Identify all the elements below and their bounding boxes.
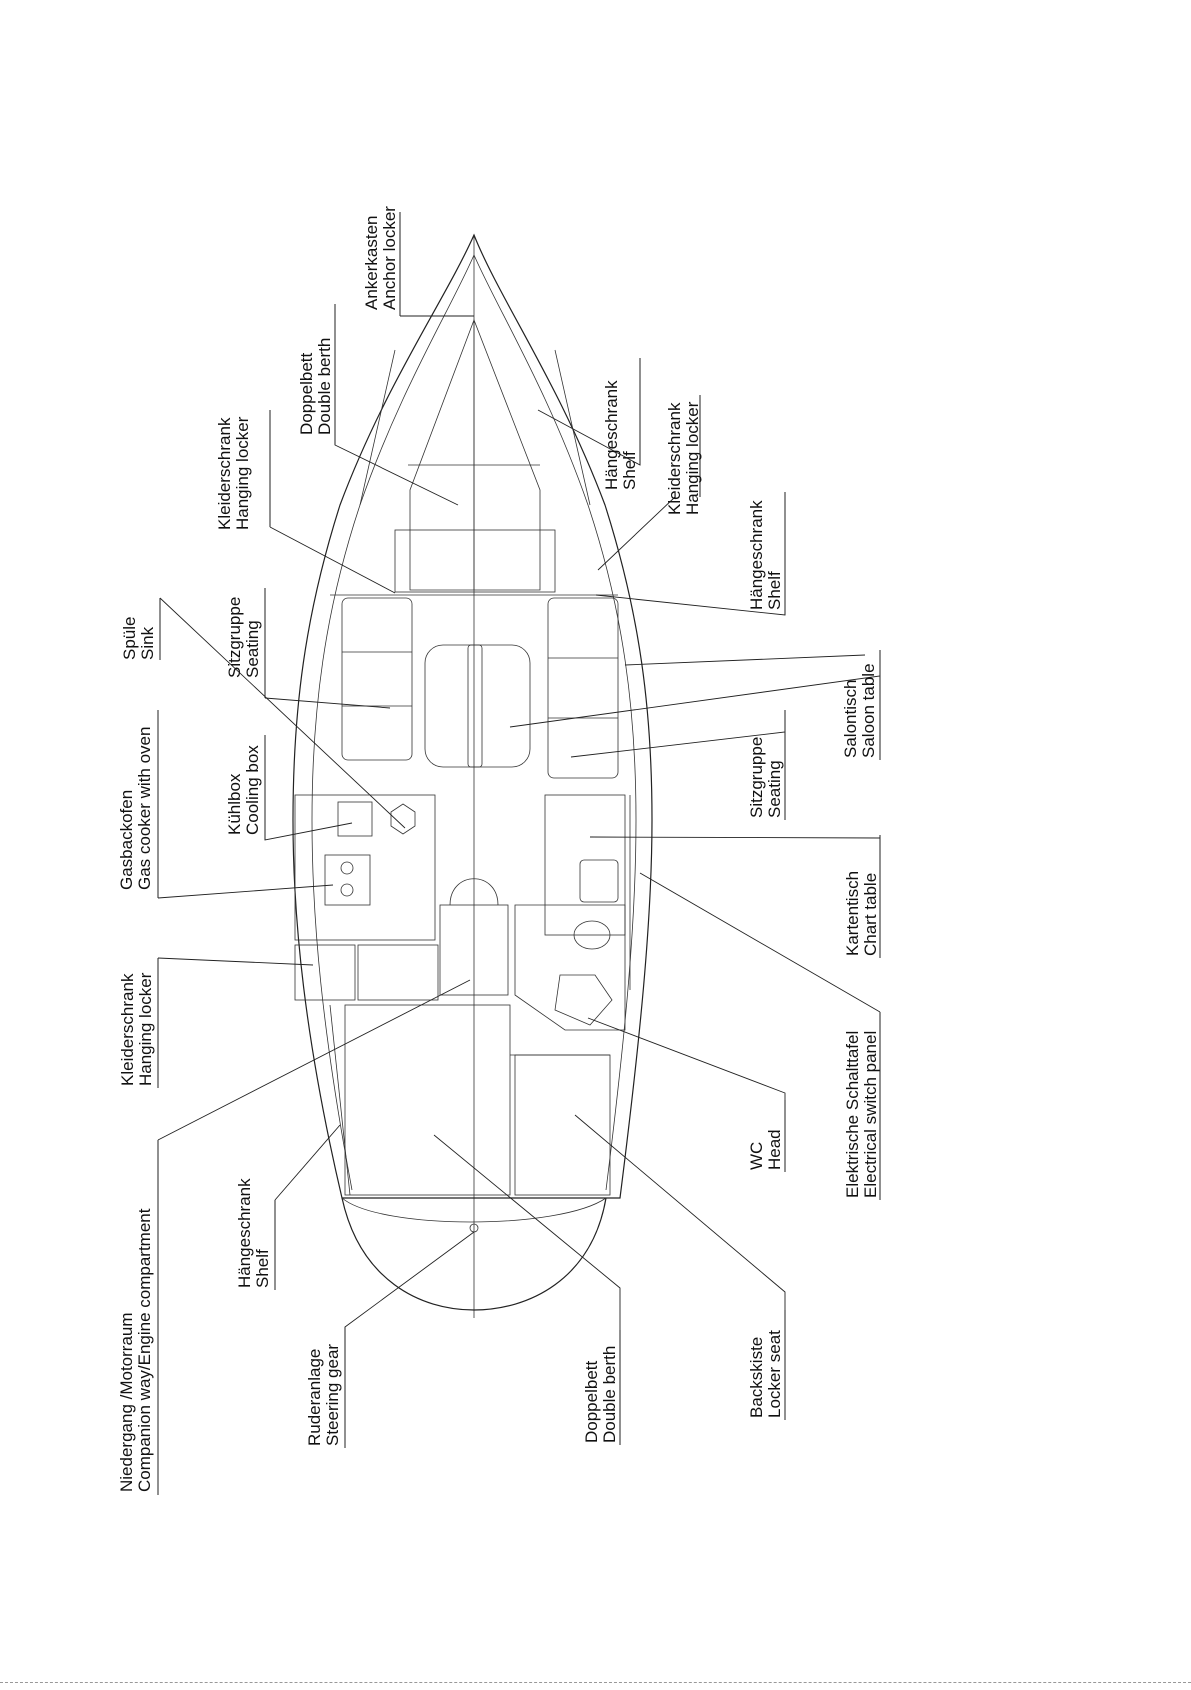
label-sink-de: Spüle <box>120 617 139 660</box>
label-hanging-locker-fwd-port-de: Kleiderschrank <box>215 417 234 530</box>
hull-inner-line <box>311 254 637 1191</box>
label-anchor-locker-en: Anchor locker <box>380 206 399 310</box>
label-shelf-aft-port-en: Shelf <box>253 1249 272 1288</box>
label-cooling-box-en: Cooling box <box>243 745 262 835</box>
label-steering-gear: Ruderanlage Steering gear <box>305 1344 342 1446</box>
washbasin-shape <box>573 920 611 950</box>
label-head-en: Head <box>765 1129 784 1170</box>
label-double-berth-fwd: Doppelbett Double berth <box>297 338 334 435</box>
label-companion-way-de: Niedergang /Motorraum <box>117 1312 136 1492</box>
forward-shelves <box>359 349 591 506</box>
label-saloon-table: Salontisch Saloon table <box>841 663 878 758</box>
hanging-locker-aft-shape <box>294 944 356 1001</box>
label-double-berth-aft-en: Double berth <box>600 1346 619 1443</box>
label-sink: Spüle Sink <box>120 617 157 660</box>
label-hanging-locker-aft-en: Hanging locker <box>136 972 155 1086</box>
galley-outline <box>294 794 436 941</box>
label-shelf-aft-port-de: Hängeschrank <box>235 1178 254 1288</box>
wc-shape <box>554 974 613 1026</box>
label-shelf-saloon-stbd-en: Shelf <box>765 571 784 610</box>
label-head: WC Head <box>747 1129 784 1170</box>
label-seating-stbd-de: Sitzgruppe <box>747 737 766 818</box>
label-companion-way-en: Companion way/Engine compartment <box>135 1208 154 1492</box>
label-gas-cooker-de: Gasbackofen <box>117 790 136 890</box>
head-outline <box>514 904 626 1031</box>
label-head-de: WC <box>747 1142 766 1170</box>
label-switch-panel-de: Elektrische Schalttafel <box>843 1031 862 1198</box>
label-seating-stbd: Sitzgruppe Seating <box>747 737 784 818</box>
label-double-berth-aft-de: Doppelbett <box>582 1360 601 1443</box>
label-double-berth-fwd-en: Double berth <box>315 338 334 435</box>
sink-shape <box>390 803 416 835</box>
seating-stbd-shape <box>547 597 619 779</box>
label-anchor-locker: Ankerkasten Anchor locker <box>362 206 399 310</box>
label-locker-seat-en: Locker seat <box>765 1330 784 1418</box>
label-seating-port: Sitzgruppe Seating <box>225 597 262 678</box>
label-chart-table-en: Chart table <box>861 873 880 956</box>
label-steering-gear-en: Steering gear <box>323 1344 342 1446</box>
locker-seat-shape <box>514 1054 611 1196</box>
hull-outline <box>292 233 653 1199</box>
stern-curve <box>341 1197 607 1311</box>
label-hanging-locker-fwd-port-en: Hanging locker <box>233 416 252 530</box>
label-locker-seat: Backskiste Locker seat <box>747 1330 784 1418</box>
transom-line <box>341 1197 607 1223</box>
forward-bulkhead-lockers <box>394 529 556 593</box>
label-shelf-fwd-stbd-en: Shelf <box>620 451 639 490</box>
companion-steps <box>449 878 499 906</box>
label-cooling-box: Kühlbox Cooling box <box>225 745 262 835</box>
label-hanging-locker-aft: Kleiderschrank Hanging locker <box>118 972 155 1086</box>
label-shelf-fwd-stbd: Hängeschrank Shelf <box>602 380 639 490</box>
label-cooling-box-de: Kühlbox <box>225 773 244 835</box>
label-underlines <box>157 212 881 1495</box>
label-saloon-table-en: Saloon table <box>859 663 878 758</box>
label-sink-en: Sink <box>138 626 157 660</box>
label-chart-table: Kartentisch Chart table <box>843 871 880 956</box>
label-seating-port-de: Sitzgruppe <box>225 597 244 678</box>
label-double-berth-fwd-de: Doppelbett <box>297 352 316 435</box>
label-gas-cooker: Gasbackofen Gas cooker with oven <box>117 727 154 890</box>
label-shelf-fwd-stbd-de: Hängeschrank <box>602 380 621 490</box>
cooling-box-shape <box>337 801 373 837</box>
label-gas-cooker-en: Gas cooker with oven <box>135 727 154 890</box>
saloon-table-shape <box>424 644 531 768</box>
label-switch-panel: Elektrische Schalttafel Electrical switc… <box>843 1031 880 1198</box>
label-seating-port-en: Seating <box>243 620 262 678</box>
label-shelf-saloon-stbd: Hängeschrank Shelf <box>747 500 784 610</box>
label-hanging-locker-fwd-stbd-en: Hanging locker <box>683 401 702 515</box>
aft-shelf-shape <box>329 1004 351 1196</box>
leader-lines <box>157 304 881 1360</box>
forward-cabin-outline <box>409 318 541 591</box>
label-double-berth-aft: Doppelbett Double berth <box>582 1346 619 1443</box>
label-hanging-locker-fwd-stbd: Kleiderschrank Hanging locker <box>665 401 702 515</box>
label-switch-panel-en: Electrical switch panel <box>861 1031 880 1198</box>
label-hanging-locker-fwd-stbd-de: Kleiderschrank <box>665 402 684 515</box>
label-hanging-locker-fwd-port: Kleiderschrank Hanging locker <box>215 416 252 530</box>
label-chart-table-de: Kartentisch <box>843 871 862 956</box>
label-steering-gear-de: Ruderanlage <box>305 1349 324 1446</box>
label-anchor-locker-de: Ankerkasten <box>362 216 381 311</box>
label-companion-way: Niedergang /Motorraum Companion way/Engi… <box>117 1208 154 1492</box>
page-bottom-border <box>0 1682 1191 1684</box>
companion-way-shape <box>439 904 509 996</box>
label-saloon-table-de: Salontisch <box>841 680 860 758</box>
label-locker-seat-de: Backskiste <box>747 1337 766 1418</box>
seating-port-shape <box>341 597 413 761</box>
chart-table-shape <box>544 794 626 936</box>
label-hanging-locker-aft-de: Kleiderschrank <box>118 973 137 1086</box>
cooker-shape <box>324 854 371 906</box>
label-shelf-aft-port: Hängeschrank Shelf <box>235 1178 272 1288</box>
label-shelf-saloon-stbd-de: Hängeschrank <box>747 500 766 610</box>
aft-berth-shape <box>344 1004 511 1196</box>
label-seating-stbd-en: Seating <box>765 760 784 818</box>
